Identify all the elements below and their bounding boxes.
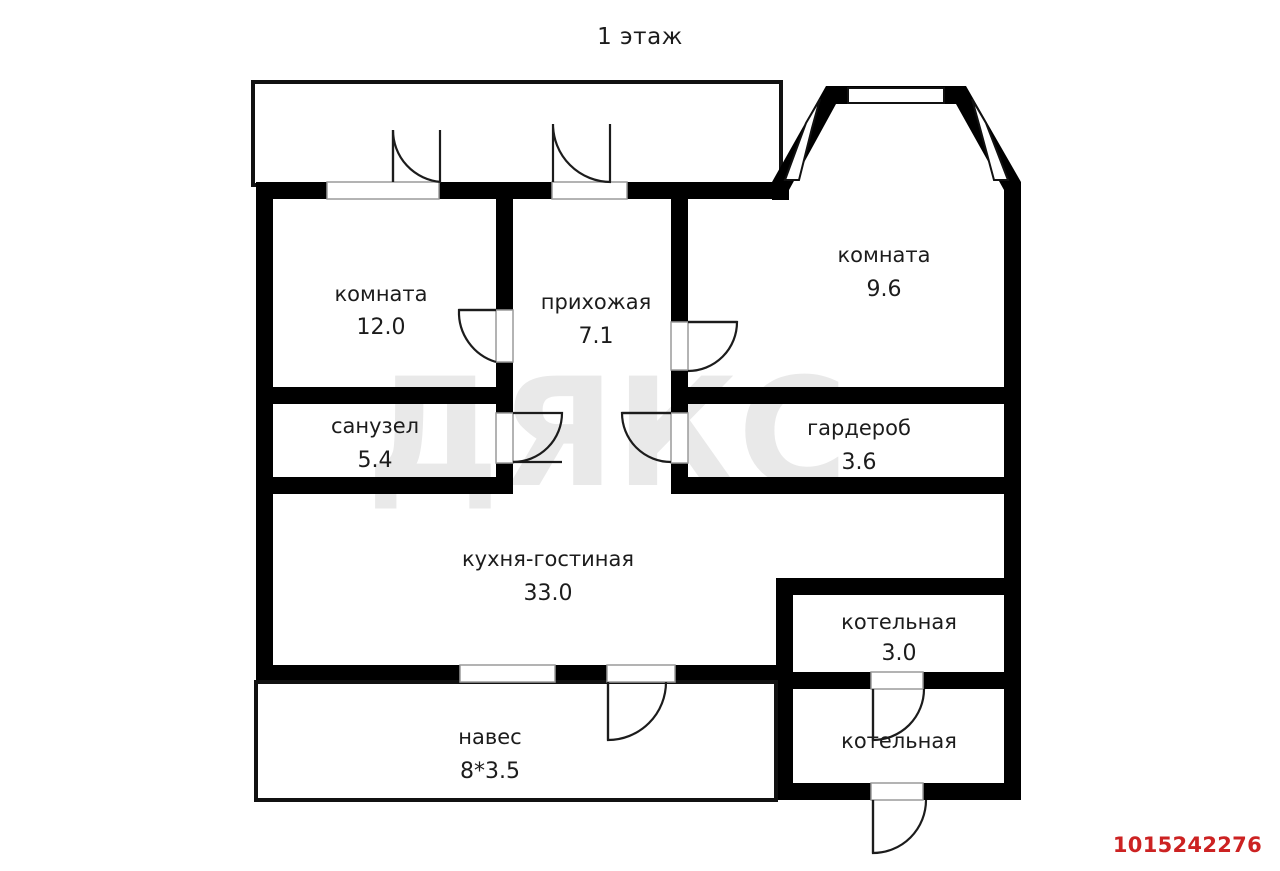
room-label-sanuzel: санузел 5.4 bbox=[331, 414, 419, 473]
door-swing-terrace-left bbox=[391, 129, 442, 184]
room-name-kotelnaya-1: котельная bbox=[841, 610, 957, 634]
room-area-naves: 8*3.5 bbox=[460, 759, 520, 784]
room-name-komnata-96: комната bbox=[837, 243, 930, 267]
room-label-kuhnya: кухня-гостиная 33.0 bbox=[462, 547, 634, 606]
room-label-kotelnaya-2: котельная bbox=[841, 729, 957, 753]
room-label-komnata-12: комната 12.0 bbox=[334, 282, 427, 340]
room-area-kotelnaya-1: 3.0 bbox=[882, 641, 917, 666]
top-wall-door-openings bbox=[326, 181, 628, 200]
terrace-outline bbox=[251, 80, 783, 187]
page-title: 1 этаж bbox=[597, 24, 683, 50]
listing-id: 1015242276 bbox=[1112, 833, 1262, 857]
door-opening-komnata96 bbox=[670, 321, 689, 371]
door-swing-sanuzel bbox=[512, 411, 564, 464]
door-opening-kotelnaya-inner bbox=[870, 671, 924, 690]
room-area-sanuzel: 5.4 bbox=[358, 448, 393, 473]
door-opening-kotelnaya-exterior bbox=[870, 782, 924, 801]
door-swing-kotelnaya-inner bbox=[871, 688, 926, 742]
room-area-kuhnya: 33.0 bbox=[524, 581, 573, 606]
door-swing-garderob bbox=[620, 411, 672, 464]
door-swing-komnata96 bbox=[687, 320, 739, 373]
bay-windows bbox=[783, 87, 1010, 181]
room-area-garderob: 3.6 bbox=[842, 450, 877, 475]
naves-wall-openings bbox=[459, 664, 676, 683]
room-area-prihozhaya: 7.1 bbox=[579, 324, 614, 349]
naves-outline bbox=[254, 680, 778, 802]
room-name-naves: навес bbox=[458, 725, 521, 749]
door-swing-komnata12 bbox=[457, 308, 497, 364]
room-name-kotelnaya-2: котельная bbox=[841, 729, 957, 753]
room-label-naves: навес 8*3.5 bbox=[458, 725, 521, 784]
door-swing-naves bbox=[606, 681, 668, 742]
room-name-komnata-12: комната bbox=[334, 282, 427, 306]
room-label-garderob: гардероб 3.6 bbox=[807, 416, 911, 475]
room-name-kuhnya: кухня-гостиная bbox=[462, 547, 634, 571]
room-name-sanuzel: санузел bbox=[331, 414, 419, 438]
room-label-kotelnaya-1: котельная 3.0 bbox=[841, 610, 957, 666]
room-name-prihozhaya: прихожая bbox=[541, 290, 651, 314]
room-area-komnata-12: 12.0 bbox=[357, 315, 406, 340]
room-area-komnata-96: 9.6 bbox=[867, 277, 902, 302]
room-name-garderob: гардероб bbox=[807, 416, 911, 440]
watermark: ДЯКС bbox=[366, 347, 848, 521]
door-opening-komnata12 bbox=[495, 309, 514, 363]
top-right-connector-wall bbox=[671, 182, 789, 199]
door-swing-terrace-right bbox=[551, 123, 612, 184]
door-swing-kotelnaya-exterior bbox=[871, 799, 928, 855]
watermark-text: ДЯКС bbox=[366, 347, 848, 521]
door-opening-sanuzel bbox=[495, 412, 514, 464]
door-opening-garderob bbox=[670, 412, 689, 464]
room-label-komnata-96: комната 9.6 bbox=[837, 243, 930, 302]
room-label-prihozhaya: прихожая 7.1 bbox=[541, 290, 651, 349]
